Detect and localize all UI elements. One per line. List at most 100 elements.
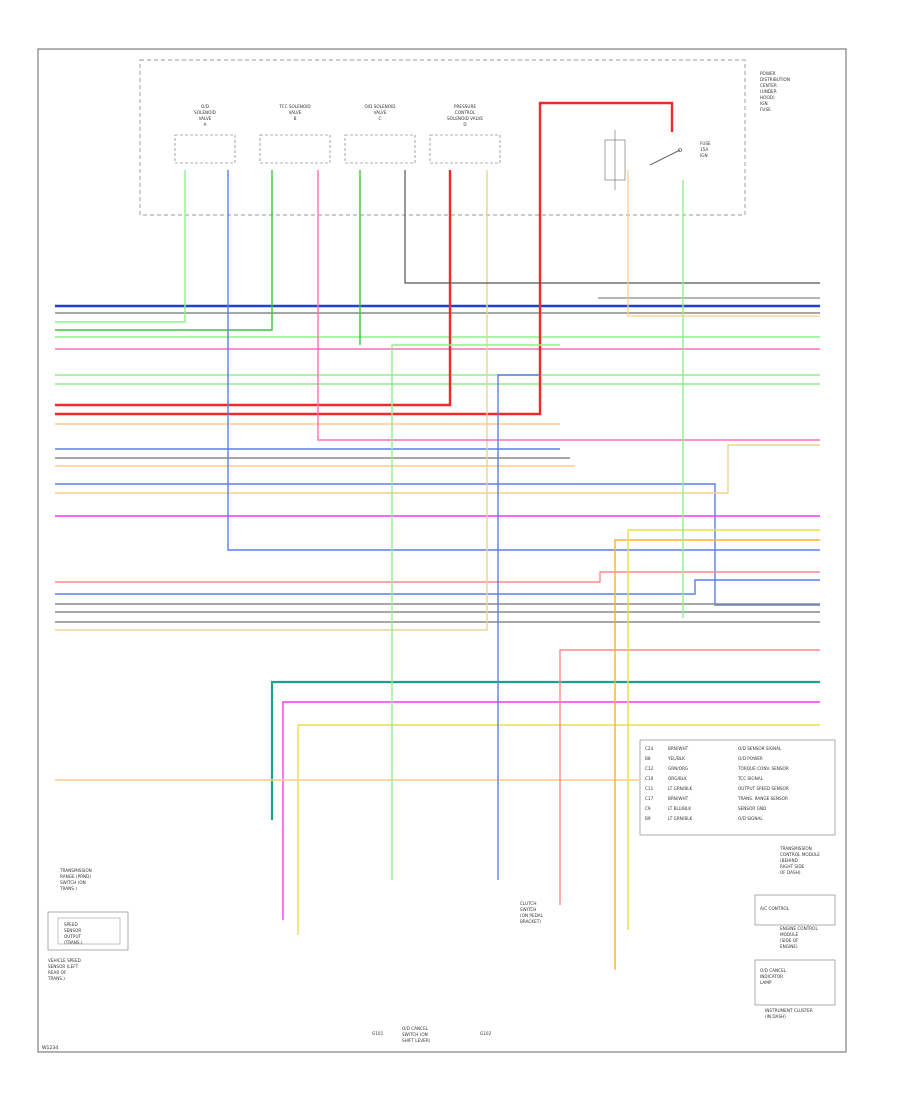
- diagram-frame: [37, 48, 847, 1053]
- mod3-l0: O/D SOLENOID: [364, 104, 395, 109]
- tcm-pin-wire: BRN/WHT: [668, 796, 689, 801]
- lbc-l0: VEHICLE SPEED: [48, 958, 81, 963]
- tcm-pin-id: C10: [645, 776, 654, 781]
- tcm-pin-id: B9: [645, 816, 651, 821]
- ml-l1: SWITCH (ON: [402, 1032, 428, 1037]
- cl-c0: INSTRUMENT CLUSTER: [765, 1008, 813, 1013]
- lightblue-wire: [55, 483, 820, 606]
- wire-group: [55, 101, 820, 970]
- teal-wire: [270, 680, 820, 820]
- magenta-wire: [282, 701, 820, 920]
- mod3-l1: VALVE: [374, 110, 387, 115]
- cl-l0: O/D CANCEL: [760, 968, 787, 973]
- ls-l2: SWITCH (ON: [60, 880, 86, 885]
- tcm-pin-id: C24: [645, 746, 654, 751]
- solenoid-c: O/D SOLENOID VALVE C: [344, 104, 416, 164]
- cluster-box: [754, 959, 836, 1006]
- green-wire: [55, 170, 273, 331]
- tcm-pin-box: [639, 739, 836, 836]
- solenoid-a: O/D SOLENOID VALVE A: [174, 104, 236, 164]
- mr-l2: (ON PEDAL: [520, 913, 544, 918]
- coral-wire: [55, 571, 820, 583]
- lightblue-wire: [227, 170, 820, 551]
- lightblue-wire: [497, 374, 540, 880]
- tcm-pin-desc: O/D SENSOR SIGNAL: [738, 746, 782, 751]
- cl-l2: LAMP: [760, 980, 772, 985]
- tcm-t2: (BEHIND: [780, 858, 798, 863]
- mod1-l2: VALVE: [199, 116, 212, 121]
- solenoid-d: PRESSURE CONTROL SOLENOID VALVE D: [429, 104, 501, 164]
- tcm-pin-desc: OUTPUT SPEED SENSOR: [738, 786, 789, 791]
- solenoid-module-box: [139, 59, 746, 216]
- ign-fuse-symbol: FUSE 15A IGN: [604, 130, 711, 190]
- mod4-l3: D: [463, 122, 466, 127]
- lbc-l2: REAR OF: [48, 970, 67, 975]
- ls-l3: TRANS.): [59, 886, 77, 891]
- mr-l0: CLUTCH: [520, 901, 537, 906]
- mod1-l0: O/D: [201, 104, 209, 109]
- tcm-pin-id: C12: [645, 766, 654, 771]
- tan-wire: [55, 444, 820, 494]
- tr-l3: (UNDER: [760, 89, 777, 94]
- ecm-box: [754, 894, 836, 926]
- tr-l5: IGN: [760, 101, 768, 106]
- tcm-pin-desc: TORQUE CONV. SENSOR: [737, 766, 789, 771]
- mod1-l3: A: [204, 122, 207, 127]
- tr-l1: DISTRIBUTION: [760, 77, 790, 82]
- ml-l2: SHIFT LEVER): [402, 1038, 431, 1043]
- vss-box: [47, 911, 129, 951]
- tcm-pin-desc: O/D POWER: [738, 756, 763, 761]
- coral-wire: [559, 649, 820, 905]
- tcm-title: TRANSMISSION CONTROL MODULE (BEHIND RIGH…: [779, 846, 820, 875]
- lightgreen-wire: [55, 170, 186, 323]
- ml-l0: O/D CANCEL: [402, 1026, 429, 1031]
- ecm-c3: ENGINE): [780, 944, 798, 949]
- power-distribution-label: POWER DISTRIBUTION CENTER (UNDER HOOD) I…: [760, 71, 790, 112]
- lightblue-wire: [55, 579, 820, 595]
- ls-l0: TRANSMISSION: [59, 868, 92, 873]
- tcm-pin-desc: TCC SIGNAL: [737, 776, 764, 781]
- tcm-pin-wire: LT GRN/BLK: [668, 816, 693, 821]
- tcm-pin-wire: LT BLU/BLK: [668, 806, 691, 811]
- tcm-pin-wire: LT GRN/BLK: [668, 786, 693, 791]
- gnd-2: G102: [480, 1031, 492, 1036]
- mr-l3: BRACKET): [520, 919, 541, 924]
- tcm-t4: OF DASH): [780, 870, 801, 875]
- tr-l4: HOOD): [760, 95, 775, 100]
- tcm-t1: CONTROL MODULE: [780, 852, 820, 857]
- peach-wire: [627, 170, 820, 317]
- tan-wire: [55, 170, 488, 631]
- mod4-l0: PRESSURE: [454, 104, 476, 109]
- lightgreen-wire: [391, 344, 560, 880]
- tr-l2: CENTER: [760, 83, 777, 88]
- lb-l0: SPEED: [64, 922, 78, 927]
- vss-inner: [57, 917, 121, 945]
- cl-c1: (IN DASH): [765, 1014, 786, 1019]
- mod2-l1: VALVE: [289, 110, 302, 115]
- mod3-l2: C: [379, 116, 382, 121]
- fuse-l2: IGN: [700, 153, 708, 158]
- mr-l1: SWITCH: [520, 907, 536, 912]
- tcm-pin-id: B8: [645, 756, 651, 761]
- tcm-pin-id: C11: [645, 786, 654, 791]
- lb-l2: OUTPUT: [64, 934, 82, 939]
- darkgray-wire: [404, 170, 820, 284]
- mod2-l2: B: [294, 116, 297, 121]
- tcm-t3: RIGHT SIDE: [780, 864, 805, 869]
- mod2-l0: TCC SOLENOID: [278, 104, 310, 109]
- ecm-c2: (SIDE OF: [780, 938, 799, 943]
- tcm-pin-id: C9: [645, 806, 651, 811]
- red-wire: [55, 170, 452, 407]
- fuse-l1: 15A: [700, 147, 708, 152]
- mod4-l2: SOLENOID VALVE: [447, 116, 483, 121]
- tcm-pin-desc: O/D SIGNAL: [738, 816, 763, 821]
- lbc-l1: SENSOR (LEFT: [48, 964, 79, 969]
- lbc-l3: TRANS.): [47, 976, 65, 981]
- solenoid-b: TCC SOLENOID VALVE B: [259, 104, 331, 164]
- tcm-pin-id: C17: [645, 796, 654, 801]
- fuse-l0: FUSE: [700, 141, 711, 146]
- tr-l0: POWER: [760, 71, 776, 76]
- tr-l6: FUSE: [760, 107, 771, 112]
